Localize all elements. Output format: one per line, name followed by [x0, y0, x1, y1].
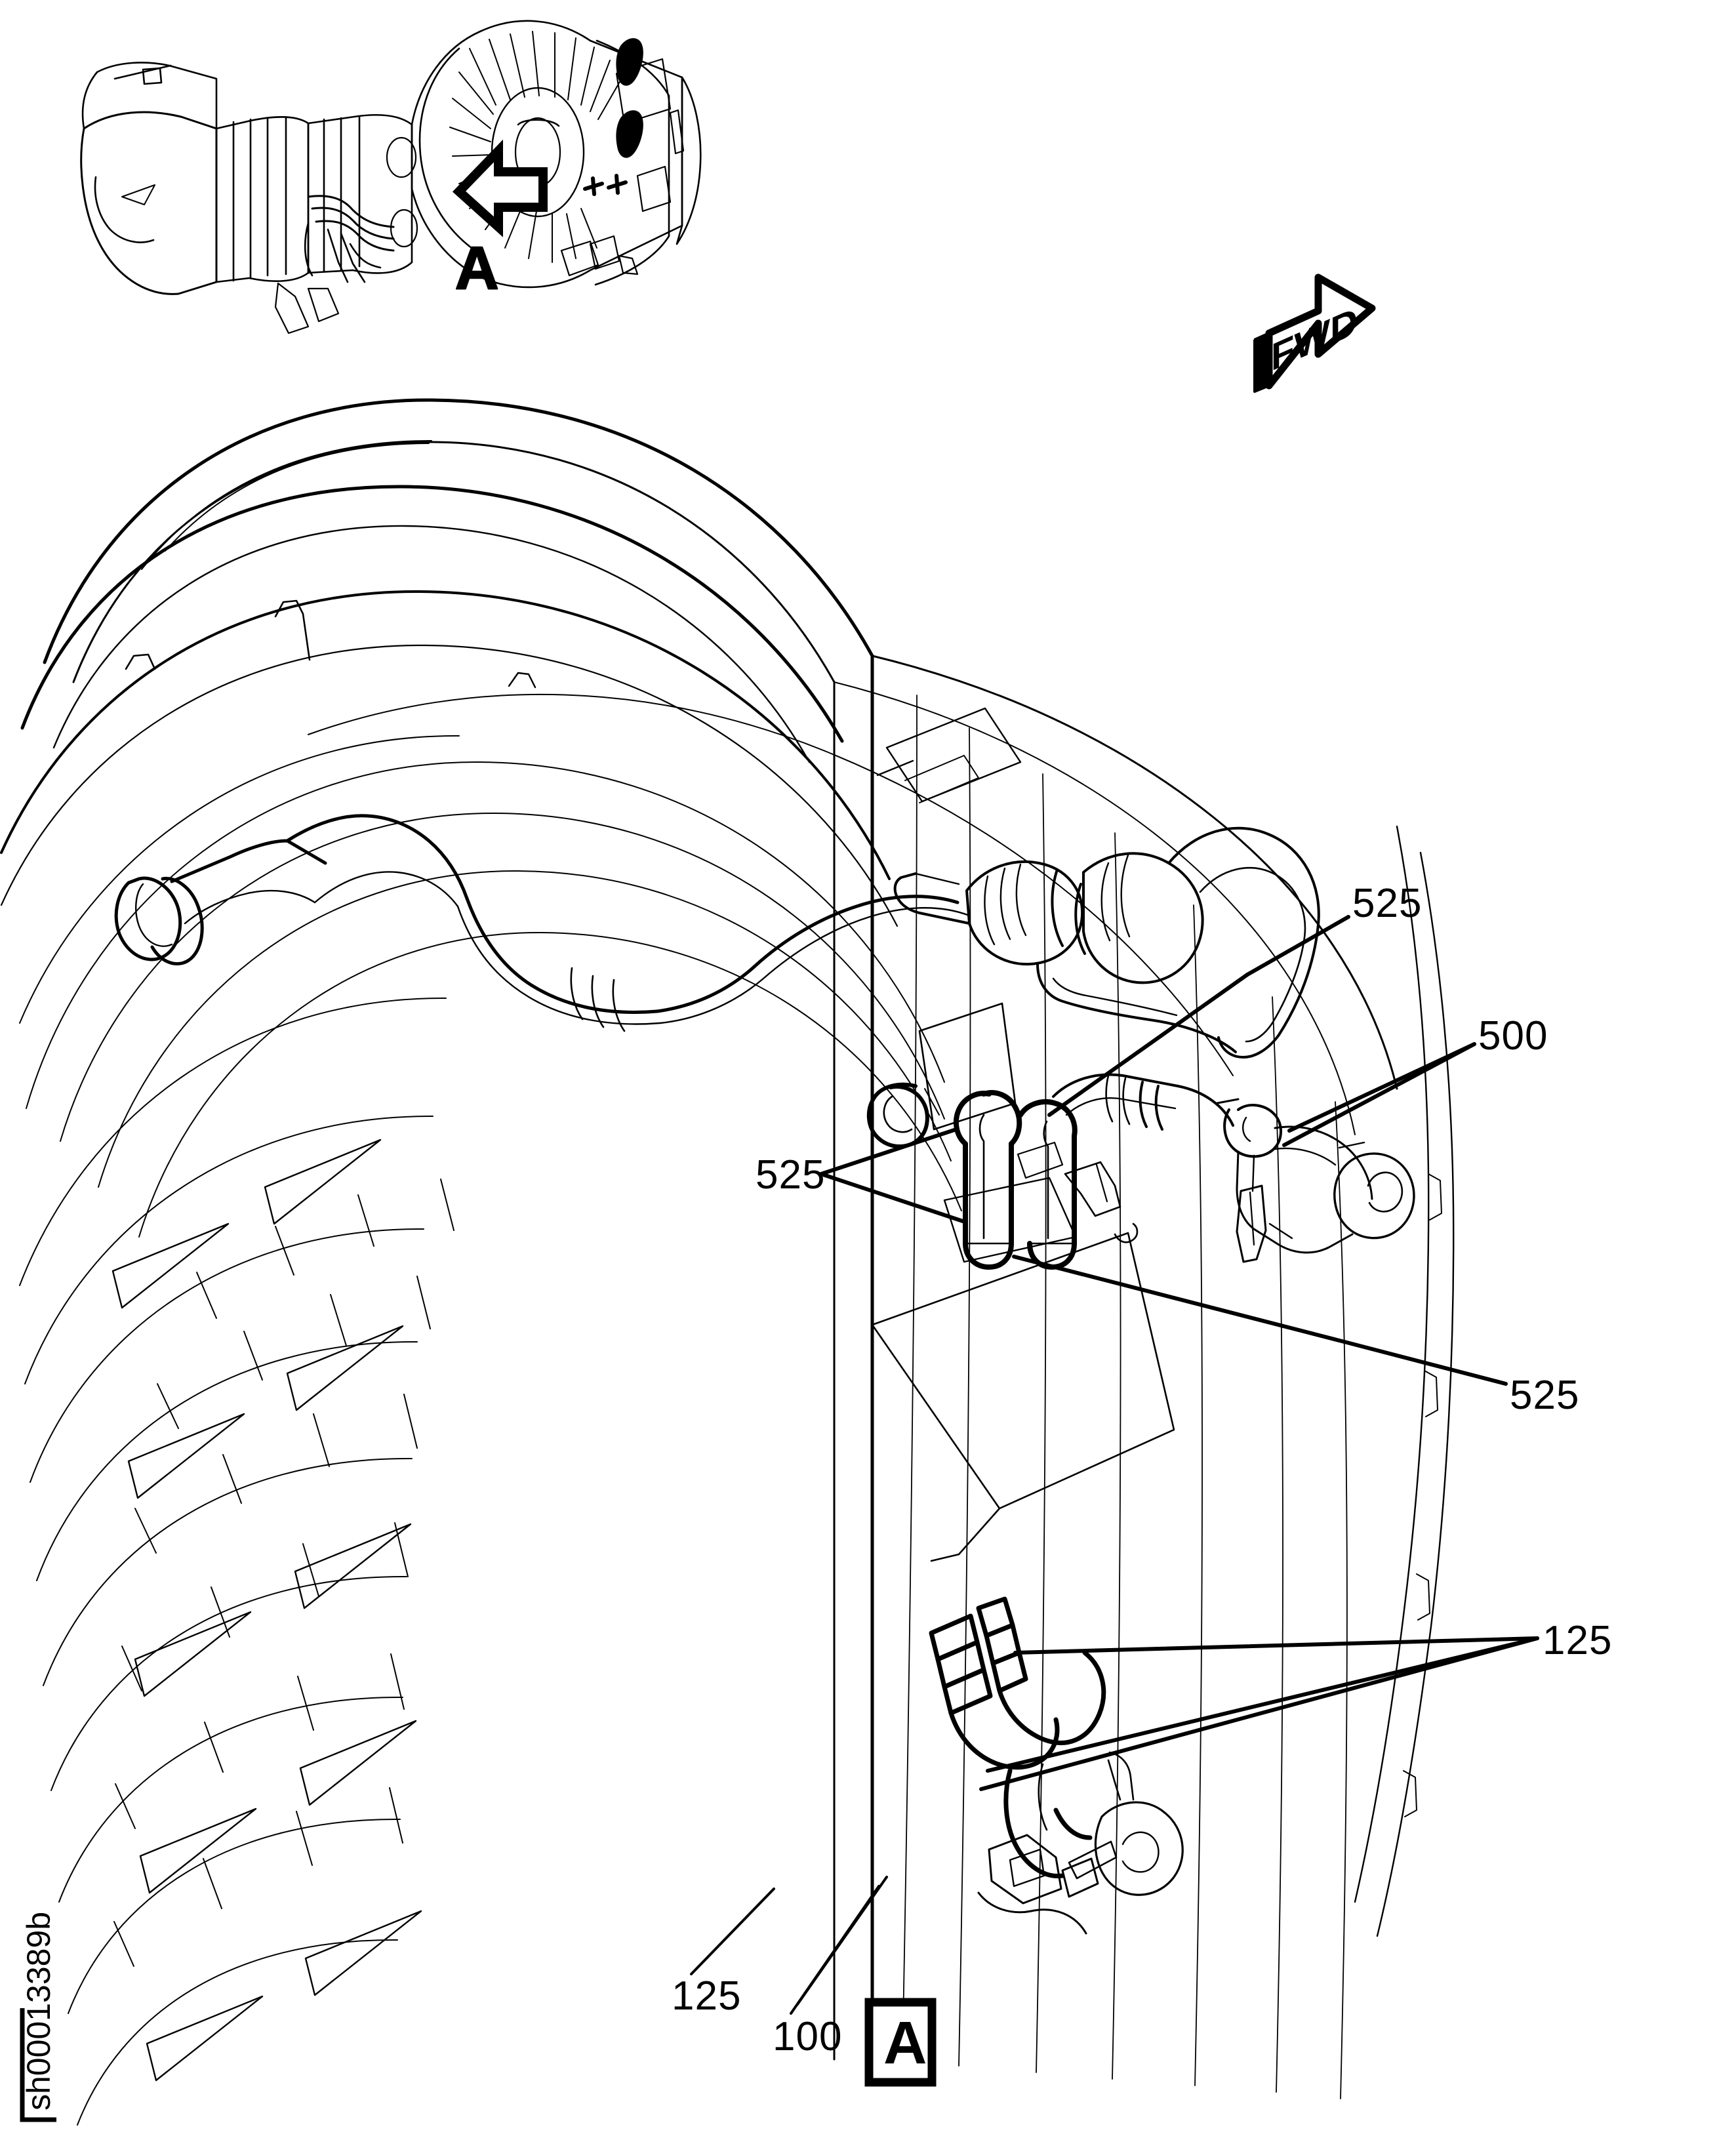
callout-labels: 525 500 525 525 125 125 100 — [672, 881, 1612, 2059]
nacelle-assembly — [0, 398, 1455, 2126]
sheet-id-block: sh00013389b — [20, 1912, 57, 2122]
right-clamp-and-eye — [1216, 1098, 1415, 1263]
detail-view-letter: A — [883, 2009, 927, 2076]
center-clamped-tubes — [866, 1073, 1234, 1270]
key-view-arrow-letter: A — [455, 235, 498, 302]
callout-525-left: 525 — [756, 1152, 825, 1198]
upper-coupling-junction — [893, 826, 1320, 1059]
upper-tube-assembly — [114, 814, 971, 1032]
detail-view-box: A — [864, 1998, 937, 2087]
callout-525-upper-right: 525 — [1352, 881, 1422, 926]
callout-525-lower-right: 525 — [1510, 1373, 1579, 1418]
callout-125-bottom: 125 — [672, 1973, 741, 2019]
engine-overview-thumbnail: A — [80, 20, 702, 334]
callout-125-right: 125 — [1543, 1618, 1612, 1663]
callout-500: 500 — [1478, 1013, 1548, 1059]
sheet-id-text: sh00013389b — [20, 1912, 57, 2110]
callout-100: 100 — [773, 2014, 842, 2059]
fwd-arrow-symbol: FWD — [1253, 273, 1376, 393]
leader-lines — [690, 915, 1539, 2015]
